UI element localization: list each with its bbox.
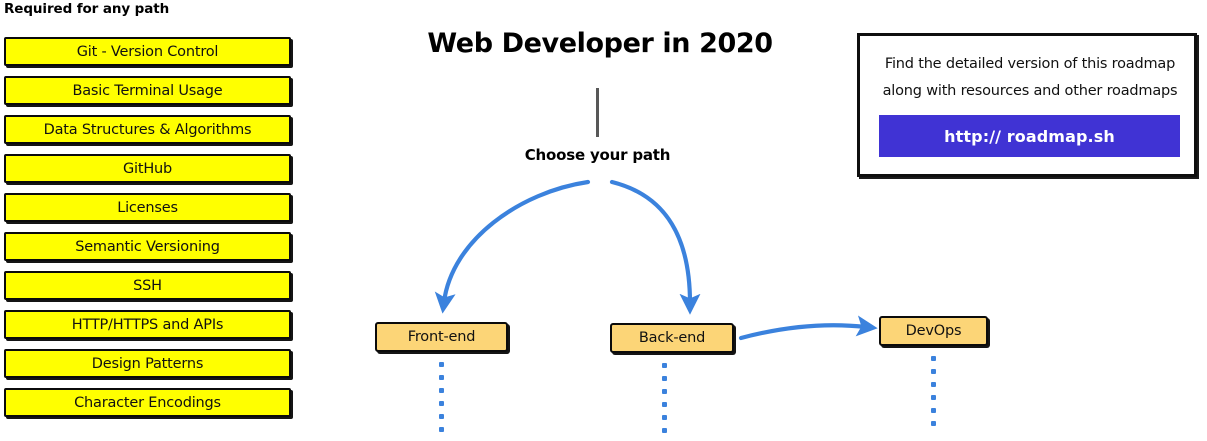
required-section: Required for any path Git - Version Cont… [0, 0, 300, 436]
required-topic-item[interactable]: Design Patterns [4, 349, 291, 378]
page-title: Web Developer in 2020 [427, 28, 773, 59]
required-topic-label: Data Structures & Algorithms [43, 121, 252, 138]
path-box-devops[interactable]: DevOps [879, 316, 988, 346]
required-topic-item[interactable]: Data Structures & Algorithms [4, 115, 291, 144]
dotted-continuation-devops [931, 356, 936, 434]
required-topic-label: SSH [133, 277, 162, 294]
path-box-label: Front-end [407, 329, 476, 345]
required-topic-item[interactable]: Licenses [4, 193, 291, 222]
roadmap-link-button[interactable]: http:// roadmap.sh [879, 115, 1180, 157]
required-topic-label: Licenses [117, 199, 178, 216]
required-topic-label: Git - Version Control [76, 43, 219, 60]
required-topic-item[interactable]: Basic Terminal Usage [4, 76, 291, 105]
required-topic-list: Git - Version Control Basic Terminal Usa… [4, 37, 291, 427]
required-topic-label: Basic Terminal Usage [72, 82, 223, 99]
dotted-continuation-backend [662, 363, 667, 441]
required-topic-label: Design Patterns [91, 355, 204, 372]
required-topic-label: Semantic Versioning [75, 238, 220, 255]
required-topic-item[interactable]: Semantic Versioning [4, 232, 291, 261]
title-stem-connector [596, 88, 599, 137]
required-topic-label: HTTP/HTTPS and APIs [71, 316, 224, 333]
path-box-backend[interactable]: Back-end [610, 323, 734, 353]
required-topic-item[interactable]: Character Encodings [4, 388, 291, 417]
path-box-frontend[interactable]: Front-end [375, 322, 508, 352]
choose-path-label: Choose your path [524, 146, 671, 164]
required-section-heading: Required for any path [4, 1, 170, 17]
required-topic-label: GitHub [122, 160, 173, 177]
required-topic-label: Character Encodings [74, 394, 221, 411]
arrow-backend-to-devops [738, 315, 878, 341]
roadmap-info-card: Find the detailed version of this roadma… [857, 33, 1197, 177]
arrow-to-frontend [434, 179, 591, 314]
required-topic-item[interactable]: Git - Version Control [4, 37, 291, 66]
required-topic-item[interactable]: GitHub [4, 154, 291, 183]
required-topic-item[interactable]: HTTP/HTTPS and APIs [4, 310, 291, 339]
info-card-line-2: along with resources and other roadmaps [882, 83, 1178, 99]
roadmap-link-label: http:// roadmap.sh [944, 126, 1115, 146]
path-box-label: Back-end [638, 330, 706, 346]
path-box-label: DevOps [905, 323, 962, 339]
info-card-line-1: Find the detailed version of this roadma… [884, 56, 1176, 72]
dotted-continuation-frontend [439, 362, 444, 440]
arrow-to-backend [609, 179, 701, 315]
required-topic-item[interactable]: SSH [4, 271, 291, 300]
